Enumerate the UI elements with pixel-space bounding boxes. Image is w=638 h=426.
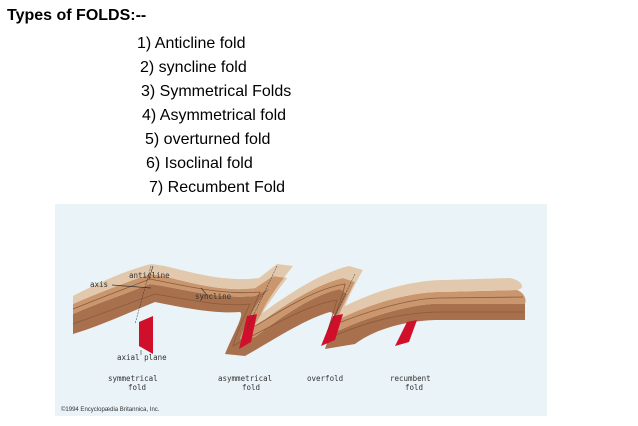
label-anticline: anticline <box>129 271 170 280</box>
label-asymmetrical: asymmetrical <box>218 374 272 383</box>
axis-line <box>111 284 152 289</box>
layer-line <box>72 293 525 347</box>
axial-plane <box>321 314 343 346</box>
folds-diagram: anticline axis syncline axial plane symm… <box>55 204 547 416</box>
list-item: 3) Symmetrical Folds <box>141 83 292 100</box>
axis-line <box>134 265 152 325</box>
axis-line <box>326 273 356 333</box>
folds-illustration: anticline axis syncline axial plane symm… <box>61 264 526 413</box>
leader-line <box>148 265 154 280</box>
list-item: 2) syncline fold <box>140 59 247 76</box>
list-item: 4) Asymmetrical fold <box>142 107 287 124</box>
list-item: 6) Isoclinal fold <box>146 155 253 172</box>
label-fold: fold <box>242 383 260 392</box>
label-axial-plane: axial plane <box>117 353 167 362</box>
label-axis: axis <box>90 280 108 289</box>
label-syncline: syncline <box>195 292 232 301</box>
label-fold: fold <box>405 383 423 392</box>
label-overfold: overfold <box>307 374 343 383</box>
axial-plane <box>395 320 417 346</box>
label-recumbent: recumbent <box>390 374 431 383</box>
list-item: 1) Anticline fold <box>137 35 246 52</box>
axial-plane <box>239 314 257 349</box>
base-layer <box>73 284 525 356</box>
page-title: Types of FOLDS:-- <box>7 7 147 24</box>
middle-layer <box>73 274 526 339</box>
copyright-note: ©1994 Encyclopædia Britannica, Inc. <box>61 406 160 413</box>
axial-plane <box>139 316 153 354</box>
leader-line <box>200 287 208 296</box>
axis-line <box>246 265 278 330</box>
list-item: 5) overturned fold <box>145 131 271 148</box>
top-layer <box>73 264 523 328</box>
list-item: 7) Recumbent Fold <box>149 179 286 196</box>
label-symmetrical: symmetrical <box>108 374 158 383</box>
label-fold: fold <box>128 383 146 392</box>
